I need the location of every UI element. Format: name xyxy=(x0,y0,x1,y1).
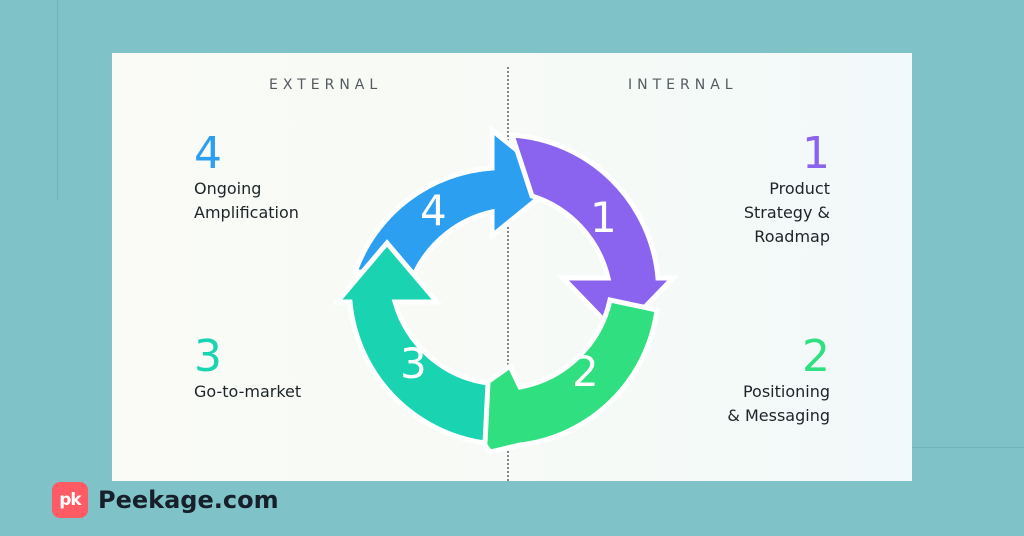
brand-logo[interactable]: pk Peekage.com xyxy=(52,481,279,519)
step-3-label: Go-to-market xyxy=(194,382,302,401)
cycle-segment-4 xyxy=(351,124,561,276)
peekage-logo-icon: pk xyxy=(52,482,88,518)
cycle-segment-3 xyxy=(331,239,491,446)
brand-name: Peekage.com xyxy=(98,486,279,514)
step-1-label: Product Strategy & Roadmap xyxy=(743,179,830,246)
external-heading: EXTERNAL xyxy=(269,77,383,93)
cycle-number-1: 1 xyxy=(590,193,617,242)
step-4-label: Ongoing Amplification xyxy=(194,179,299,222)
step-2-label: Positioning & Messaging xyxy=(727,382,830,425)
cycle-number-3: 3 xyxy=(400,339,427,388)
cycle-segment-1 xyxy=(508,132,679,339)
internal-heading: INTERNAL xyxy=(628,77,738,93)
cycle-number-4: 4 xyxy=(420,186,447,235)
decorative-line-horizontal xyxy=(905,447,1024,448)
cycle-number-2: 2 xyxy=(572,347,599,396)
step-3-number: 3 xyxy=(194,331,222,382)
center-divider xyxy=(507,67,509,481)
cycle-segment-2 xyxy=(451,297,660,455)
step-4-number: 4 xyxy=(194,128,222,179)
decorative-line-vertical xyxy=(57,0,58,200)
step-1-number: 1 xyxy=(802,128,830,179)
step-2-number: 2 xyxy=(802,331,830,382)
